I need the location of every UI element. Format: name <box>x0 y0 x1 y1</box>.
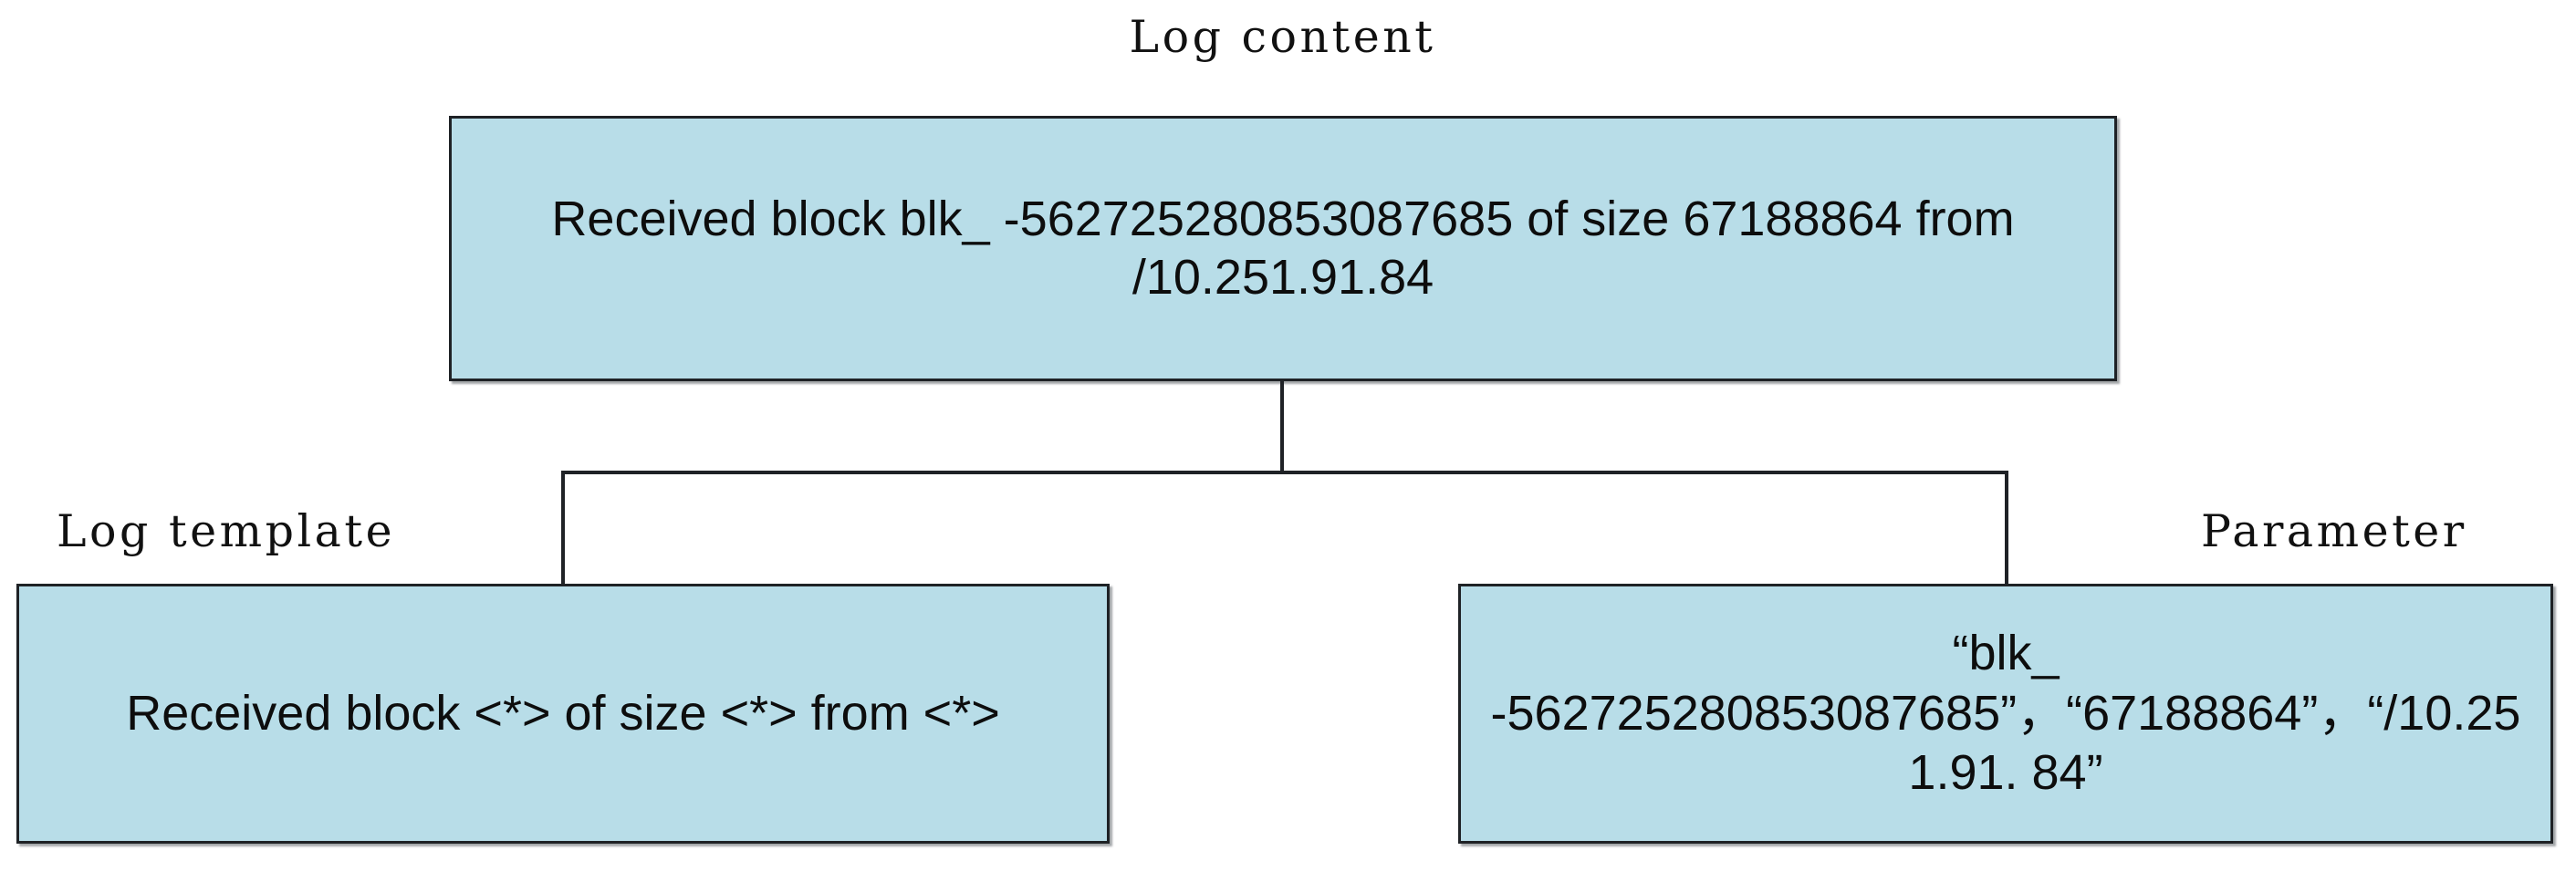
parameter-box: “blk_ -562725280853087685”，“67188864”，“/… <box>1458 584 2553 844</box>
parameter-text: “blk_ -562725280853087685”，“67188864”，“/… <box>1490 625 2521 801</box>
connector-stem <box>1280 381 1284 474</box>
log-content-caption: Log content <box>1129 11 1436 63</box>
connector-horizontal-bus <box>561 471 2008 474</box>
log-content-box: Received block blk_ -562725280853087685 … <box>449 116 2117 381</box>
log-content-text: Received block blk_ -562725280853087685 … <box>551 191 2015 305</box>
log-template-box: Received block <*> of size <*> from <*> <box>16 584 1110 844</box>
parameter-caption: Parameter <box>2201 505 2467 557</box>
connector-drop-to-parameter <box>2005 471 2008 586</box>
connector-drop-to-log-template <box>561 471 565 586</box>
log-template-caption: Log template <box>57 505 396 557</box>
log-template-text: Received block <*> of size <*> from <*> <box>126 685 1000 741</box>
